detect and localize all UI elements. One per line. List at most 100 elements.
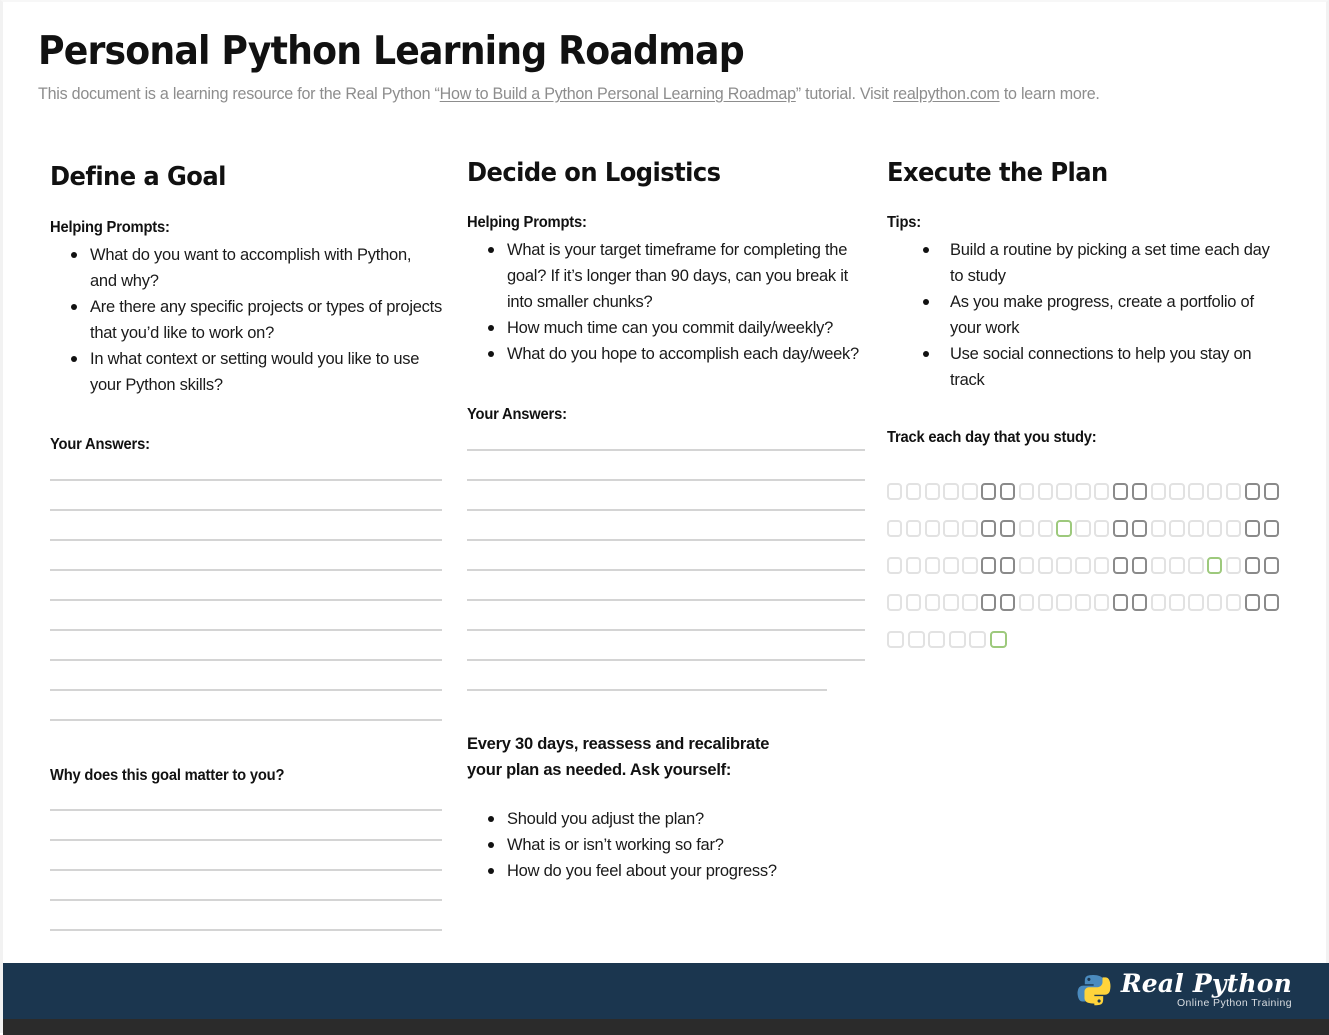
day-checkbox[interactable]	[943, 594, 959, 611]
day-checkbox[interactable]	[1207, 557, 1223, 574]
day-checkbox[interactable]	[924, 594, 940, 611]
day-checkbox[interactable]	[1169, 483, 1185, 500]
writing-line[interactable]	[50, 839, 442, 841]
day-checkbox[interactable]	[1263, 557, 1279, 574]
day-checkbox[interactable]	[948, 631, 966, 648]
day-checkbox[interactable]	[943, 483, 959, 500]
writing-line[interactable]	[467, 509, 865, 511]
day-checkbox[interactable]	[962, 594, 978, 611]
day-checkbox[interactable]	[1225, 594, 1242, 611]
day-checkbox[interactable]	[962, 483, 978, 500]
day-checkbox[interactable]	[1150, 594, 1166, 611]
day-checkbox[interactable]	[1094, 520, 1110, 537]
day-checkbox[interactable]	[999, 520, 1016, 537]
day-checkbox[interactable]	[1112, 557, 1129, 574]
writing-line[interactable]	[50, 509, 442, 511]
day-checkbox[interactable]	[1018, 594, 1035, 611]
writing-line[interactable]	[467, 629, 865, 631]
day-checkbox[interactable]	[887, 483, 903, 500]
day-checkbox[interactable]	[1244, 483, 1261, 500]
day-checkbox[interactable]	[1018, 557, 1035, 574]
day-checkbox[interactable]	[1075, 557, 1091, 574]
day-checkbox[interactable]	[1094, 557, 1110, 574]
day-checkbox[interactable]	[1188, 520, 1204, 537]
day-checkbox[interactable]	[1018, 483, 1035, 500]
writing-line[interactable]	[467, 479, 865, 481]
writing-line[interactable]	[467, 599, 865, 601]
day-checkbox[interactable]	[1056, 594, 1072, 611]
day-checkbox[interactable]	[924, 557, 940, 574]
day-checkbox[interactable]	[1112, 520, 1129, 537]
day-checkbox[interactable]	[1244, 557, 1261, 574]
writing-line[interactable]	[50, 659, 442, 661]
day-checkbox[interactable]	[1169, 557, 1185, 574]
day-checkbox[interactable]	[1056, 520, 1072, 537]
day-checkbox[interactable]	[1056, 557, 1072, 574]
day-checkbox[interactable]	[1037, 520, 1053, 537]
day-checkbox[interactable]	[1037, 557, 1053, 574]
writing-line[interactable]	[50, 629, 442, 631]
day-checkbox[interactable]	[905, 520, 922, 537]
day-checkbox[interactable]	[1037, 483, 1053, 500]
day-checkbox[interactable]	[1263, 483, 1279, 500]
day-checkbox[interactable]	[905, 483, 922, 500]
day-checkbox[interactable]	[1150, 483, 1166, 500]
day-checkbox[interactable]	[1056, 483, 1072, 500]
writing-line[interactable]	[467, 539, 865, 541]
day-checkbox[interactable]	[1244, 594, 1261, 611]
day-checkbox[interactable]	[1263, 520, 1279, 537]
day-checkbox[interactable]	[1037, 594, 1053, 611]
day-checkbox[interactable]	[1225, 557, 1242, 574]
day-checkbox[interactable]	[1131, 483, 1148, 500]
day-checkbox[interactable]	[1244, 520, 1261, 537]
writing-line[interactable]	[50, 899, 442, 901]
day-checkbox[interactable]	[1188, 594, 1204, 611]
day-checkbox[interactable]	[943, 557, 959, 574]
day-checkbox[interactable]	[924, 483, 940, 500]
writing-line[interactable]	[467, 449, 865, 451]
day-checkbox[interactable]	[905, 557, 922, 574]
day-checkbox[interactable]	[1018, 520, 1035, 537]
day-checkbox[interactable]	[1225, 520, 1242, 537]
day-checkbox[interactable]	[962, 520, 978, 537]
day-checkbox[interactable]	[887, 631, 904, 648]
answers-writing-lines[interactable]	[50, 479, 442, 721]
tutorial-link[interactable]: How to Build a Python Personal Learning …	[439, 84, 796, 103]
day-checkbox[interactable]	[981, 594, 997, 611]
writing-line[interactable]	[50, 479, 442, 481]
writing-line[interactable]	[467, 689, 827, 691]
day-checkbox[interactable]	[1075, 520, 1091, 537]
day-checkbox[interactable]	[1094, 594, 1110, 611]
realpython-link[interactable]: realpython.com	[893, 84, 1000, 103]
day-checkbox[interactable]	[924, 520, 940, 537]
writing-line[interactable]	[50, 689, 442, 691]
day-checkbox[interactable]	[905, 594, 922, 611]
day-checkbox[interactable]	[928, 631, 945, 648]
day-checkbox[interactable]	[999, 483, 1016, 500]
day-checkbox[interactable]	[1131, 594, 1148, 611]
writing-line[interactable]	[467, 659, 865, 661]
day-checkbox[interactable]	[907, 631, 925, 648]
day-checkbox[interactable]	[1207, 594, 1223, 611]
day-checkbox[interactable]	[962, 557, 978, 574]
day-checkbox[interactable]	[1188, 557, 1204, 574]
day-checkbox[interactable]	[1169, 594, 1185, 611]
day-checkbox[interactable]	[1207, 520, 1223, 537]
day-checkbox[interactable]	[887, 557, 903, 574]
writing-line[interactable]	[50, 869, 442, 871]
writing-line[interactable]	[467, 569, 865, 571]
day-checkbox[interactable]	[981, 557, 997, 574]
writing-line[interactable]	[50, 929, 442, 931]
day-checkbox[interactable]	[989, 631, 1007, 648]
day-checkbox[interactable]	[1169, 520, 1185, 537]
day-checkbox[interactable]	[1207, 483, 1223, 500]
day-checkbox[interactable]	[981, 483, 997, 500]
day-checkbox[interactable]	[1150, 520, 1166, 537]
day-checkbox[interactable]	[887, 594, 903, 611]
day-checkbox[interactable]	[887, 520, 903, 537]
writing-line[interactable]	[50, 539, 442, 541]
writing-line[interactable]	[50, 719, 442, 721]
day-checkbox[interactable]	[943, 520, 959, 537]
day-checkbox[interactable]	[1150, 557, 1166, 574]
day-checkbox[interactable]	[1075, 483, 1091, 500]
